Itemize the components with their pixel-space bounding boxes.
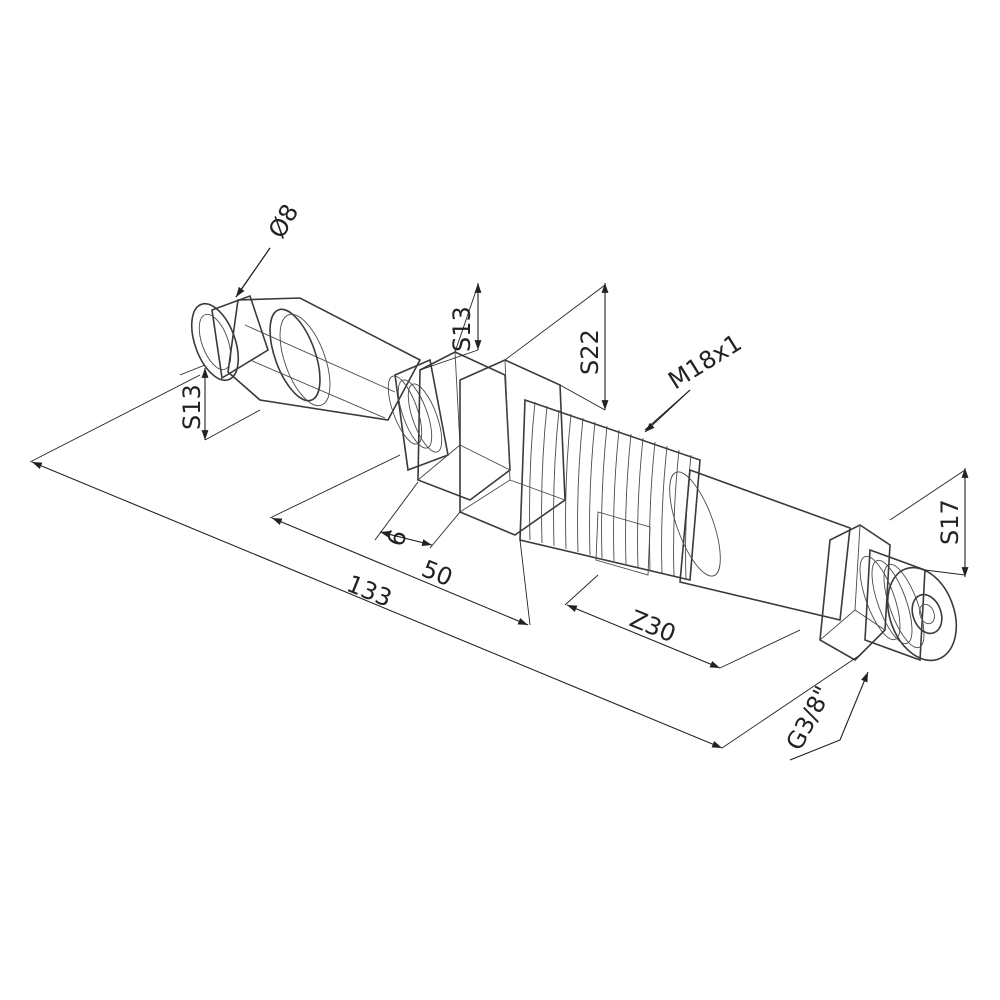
dim-dia-tip-label: Ø8 xyxy=(263,199,304,243)
dim-hex-tip: S13 xyxy=(178,364,261,441)
nut-large xyxy=(459,359,566,536)
dim-length-total-label: 133 xyxy=(343,570,396,613)
dim-thread-end-label: G3/8" xyxy=(781,681,838,754)
main-thread xyxy=(519,398,701,581)
dim-thread-main-label: M18x1 xyxy=(663,329,746,396)
dim-hex-end-label: S17 xyxy=(936,499,964,545)
dim-length-body-label: 50 xyxy=(418,555,457,592)
dim-nut-large-label: S22 xyxy=(576,329,604,375)
thread-end xyxy=(859,548,958,662)
dim-thread-end: G3/8" xyxy=(781,671,869,761)
dim-hex-end: S17 xyxy=(889,468,969,577)
dim-length-total: 133 xyxy=(29,374,861,749)
dim-nut-small: S13 xyxy=(419,283,482,371)
tip-cylinder xyxy=(190,294,269,382)
dim-nut-large: S22 xyxy=(504,283,609,411)
hex-body-left xyxy=(227,297,422,421)
dim-dia-tip: Ø8 xyxy=(235,199,304,298)
dim-nut-width-label: 6 xyxy=(381,526,413,550)
dim-length-thread-label: Z30 xyxy=(626,605,680,649)
nut-small xyxy=(417,351,511,501)
dim-nut-small-label: S13 xyxy=(448,306,476,352)
dim-length-thread: Z30 xyxy=(564,574,801,669)
dim-nut-width: 6 xyxy=(374,481,461,550)
dim-thread-main: M18x1 xyxy=(644,329,747,433)
shaft xyxy=(669,468,851,621)
hex-body-right xyxy=(819,524,891,661)
dim-hex-tip-label: S13 xyxy=(178,384,206,430)
